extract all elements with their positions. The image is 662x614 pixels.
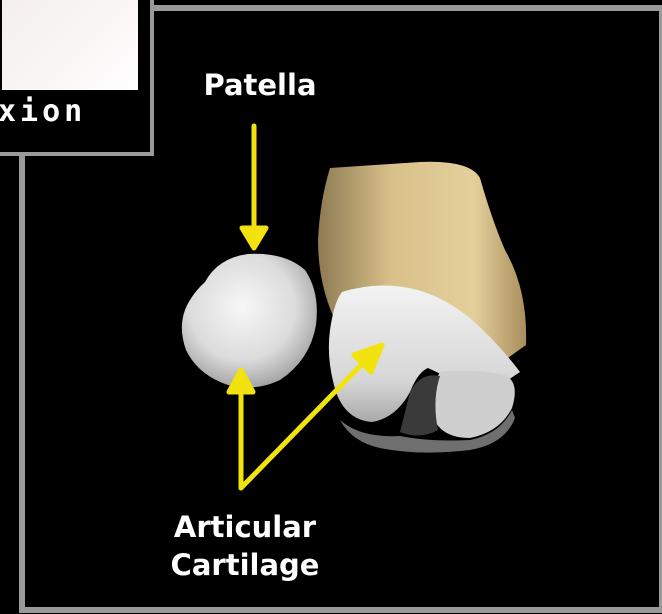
inset-image [2,0,138,90]
patella-label: Patella [180,68,340,102]
articular-cartilage-label: Articular Cartilage [130,508,360,584]
articular-cartilage-line1: Articular [130,508,360,546]
articular-cartilage-line2: Cartilage [130,546,360,584]
inset-thumbnail: xion [0,0,154,156]
inset-caption: xion [0,94,86,129]
